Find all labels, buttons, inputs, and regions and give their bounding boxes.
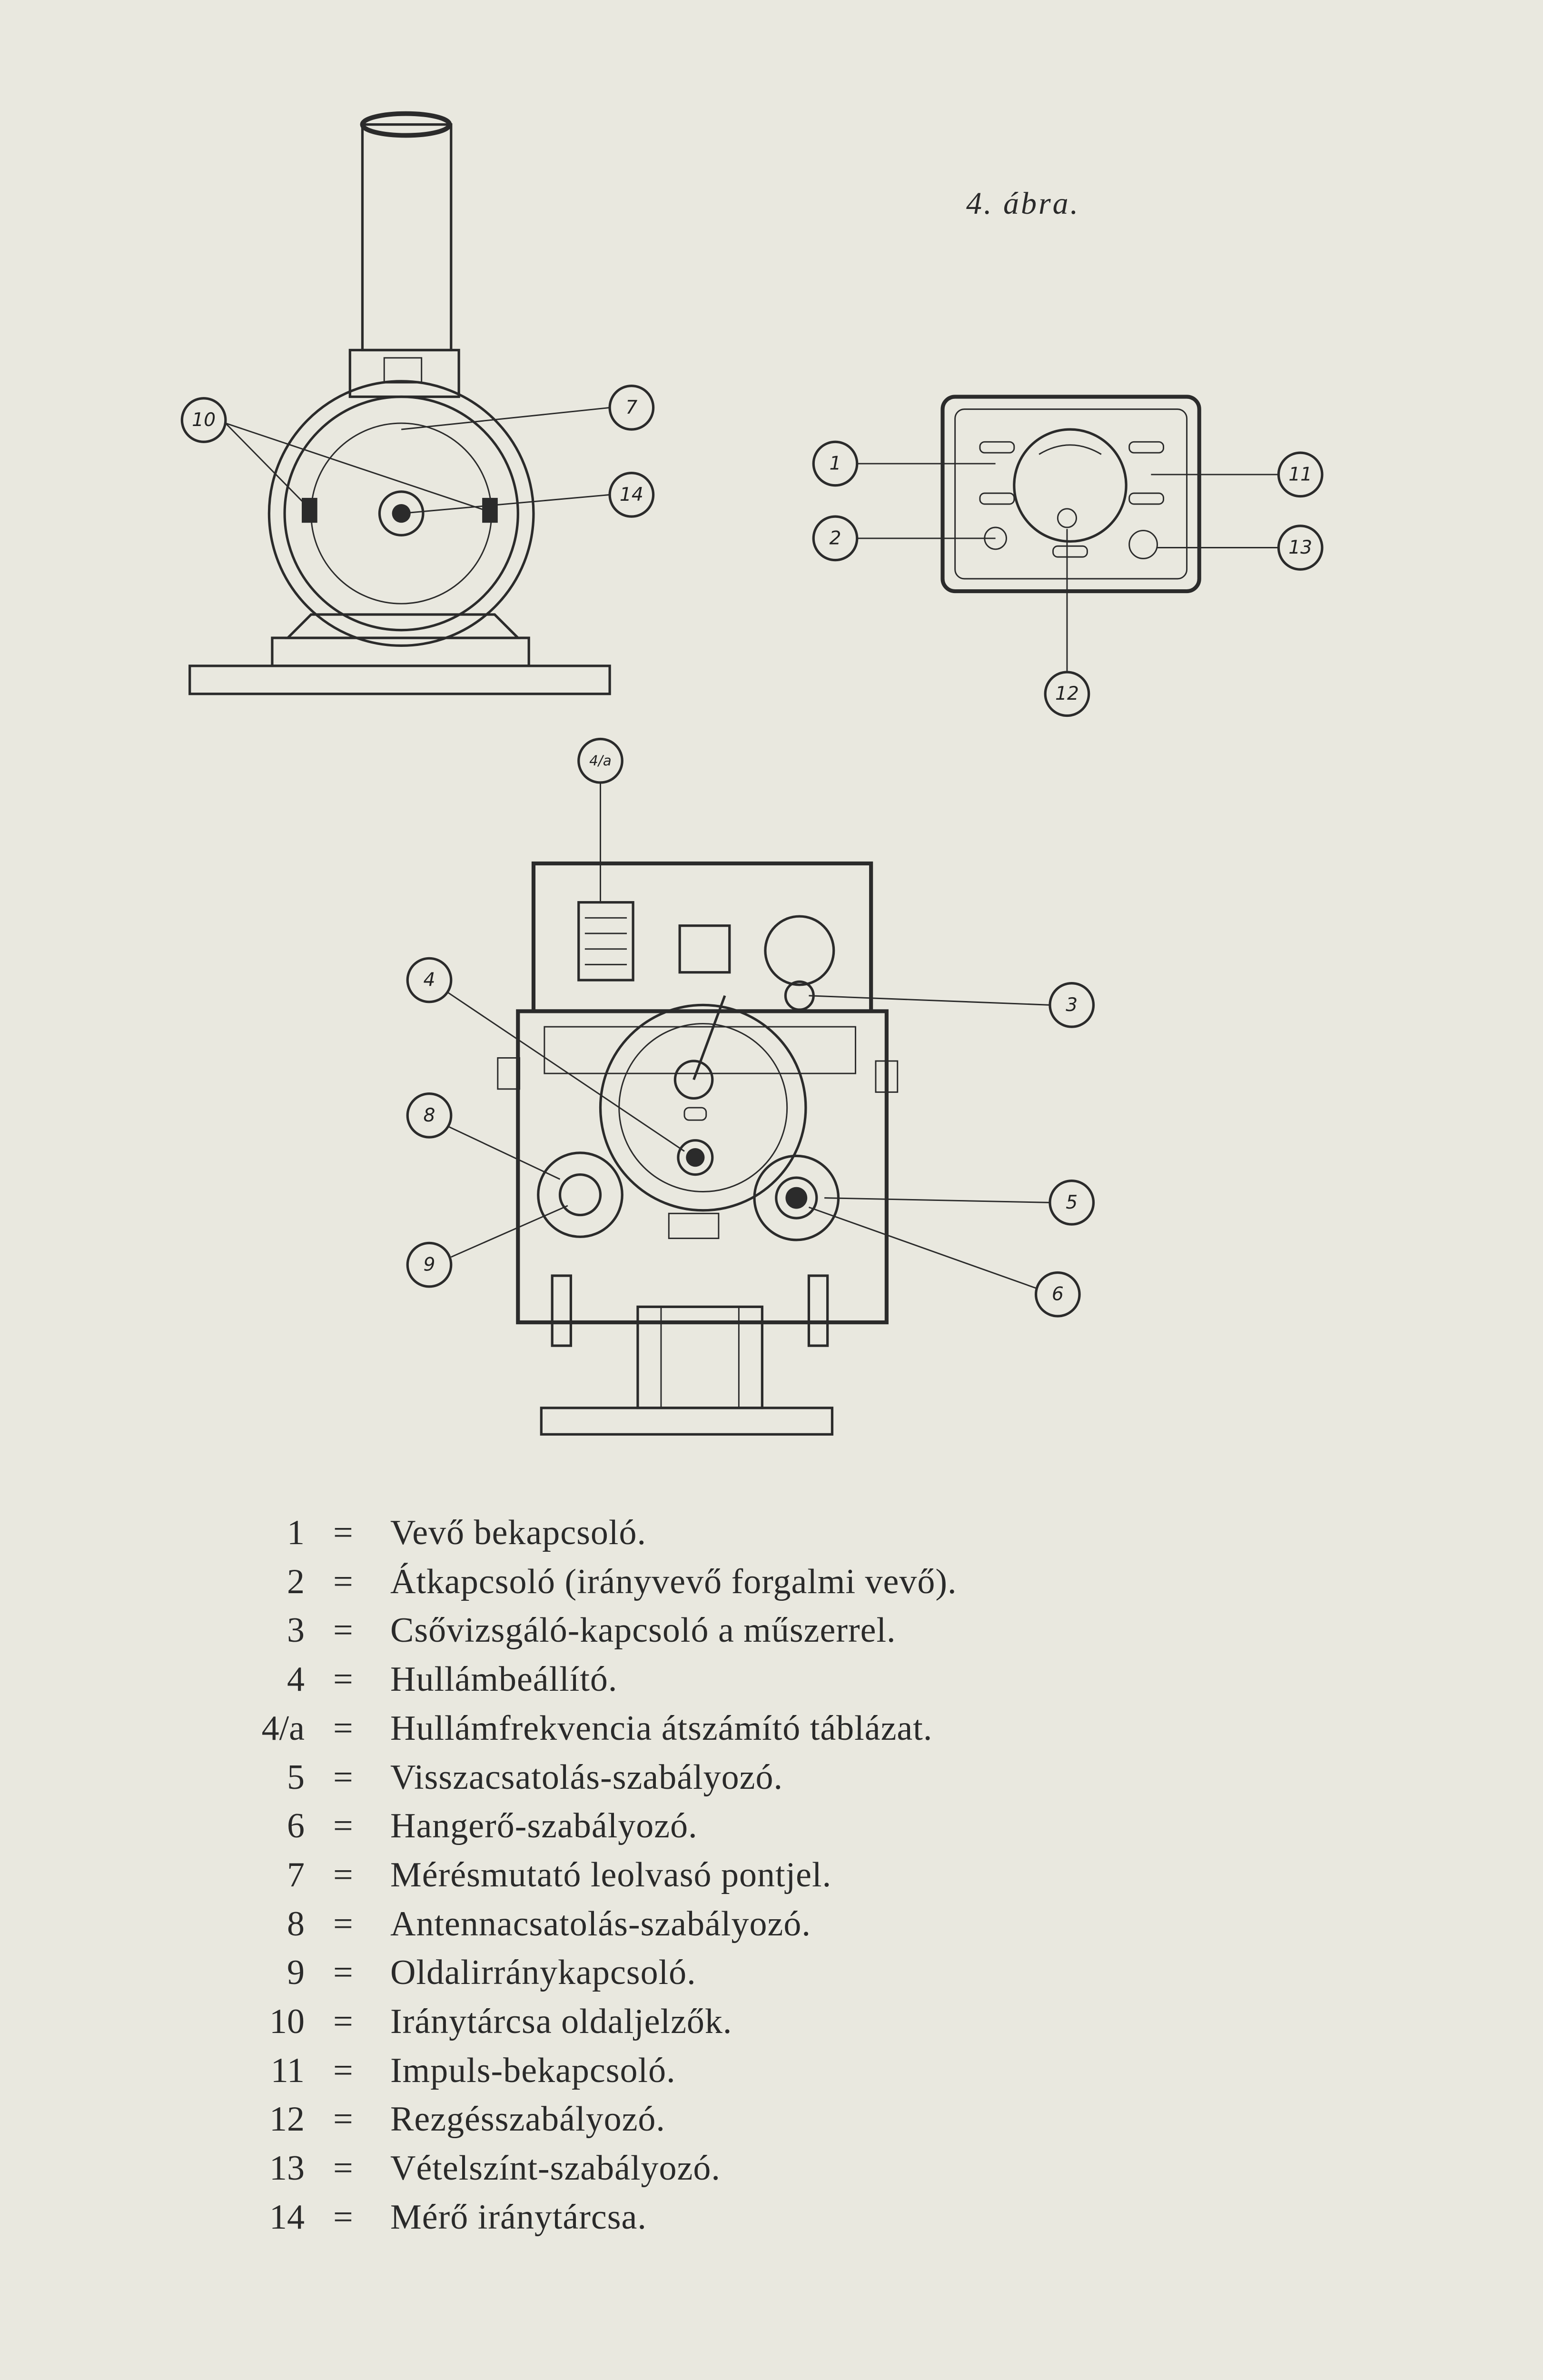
legend-number: 11 [270, 2051, 305, 2090]
legend-number: 3 [287, 1611, 305, 1650]
svg-text:1: 1 [830, 453, 841, 475]
callout-6: 6 [1034, 1271, 1081, 1318]
legend-text: Antennacsatolás-szabályozó. [390, 1904, 811, 1944]
legend-equals: = [333, 2002, 353, 2041]
legend-number: 6 [287, 1806, 305, 1846]
svg-text:4: 4 [424, 970, 435, 991]
callout-7: 7 [608, 385, 655, 431]
control-panel-drawing: 1 2 11 13 12 [812, 395, 1324, 717]
legend-equals: = [333, 2149, 353, 2188]
legend-equals: = [333, 1562, 353, 1601]
svg-text:11: 11 [1288, 464, 1312, 485]
legend-number: 12 [269, 2100, 305, 2139]
legend-number: 8 [287, 1904, 305, 1944]
legend-number: 4 [287, 1660, 305, 1699]
callout-4: 4 [406, 957, 453, 1003]
legend-equals: = [333, 1611, 353, 1650]
legend-equals: = [333, 1953, 353, 1993]
legend-text: Visszacsatolás-szabályozó. [390, 1757, 783, 1797]
legend-number: 1 [287, 1513, 305, 1552]
legend-text: Vételszínt-szabályozó. [390, 2149, 721, 2188]
legend-number: 4/a [261, 1708, 305, 1748]
svg-text:12: 12 [1055, 683, 1079, 704]
callout-11: 11 [1277, 451, 1324, 498]
technical-drawing: 10 7 14 1 2 11 13 12 [180, 111, 1324, 1436]
legend-text: Csővizsgáló-kapcsoló a műszerrel. [390, 1611, 896, 1650]
legend-number: 10 [269, 2002, 305, 2041]
callout-5: 5 [1048, 1180, 1095, 1226]
legend-number: 13 [269, 2149, 305, 2188]
legend-text: Hangerő-szabályozó. [390, 1806, 698, 1846]
svg-text:10: 10 [192, 409, 216, 431]
svg-text:6: 6 [1052, 1284, 1064, 1305]
legend-equals: = [333, 2100, 353, 2139]
legend-equals: = [333, 1904, 353, 1944]
svg-text:5: 5 [1066, 1192, 1078, 1213]
legend-text: Impuls-bekapcsoló. [390, 2051, 676, 2090]
callout-14: 14 [608, 472, 655, 518]
callout-2: 2 [812, 515, 859, 562]
legend-number: 5 [287, 1757, 305, 1797]
legend-equals: = [333, 1513, 353, 1552]
legend-text: Hullámfrekvencia átszámító táblázat. [390, 1708, 933, 1748]
svg-text:13: 13 [1288, 537, 1312, 558]
callout-9: 9 [406, 1241, 453, 1288]
svg-text:14: 14 [620, 484, 643, 506]
callout-12: 12 [1044, 671, 1090, 717]
legend-equals: = [333, 2197, 353, 2237]
svg-text:7: 7 [625, 397, 637, 418]
legend-text: Hullámbeállító. [390, 1660, 618, 1699]
legend-text: Mérésmutató leolvasó pontjel. [390, 1855, 832, 1894]
legend-text: Átkapcsoló (irányvevő forgalmi vevő). [390, 1562, 957, 1601]
compass-unit-drawing: 10 7 14 [180, 111, 655, 695]
legend-equals: = [333, 1708, 353, 1748]
legend-number: 9 [287, 1953, 305, 1993]
callout-8: 8 [406, 1092, 453, 1139]
callout-10: 10 [180, 397, 227, 443]
callout-1: 1 [812, 440, 859, 487]
legend-equals: = [333, 2051, 353, 2090]
legend-equals: = [333, 1757, 353, 1797]
figure-title: 4. ábra. [966, 186, 1080, 221]
legend-text: Mérő iránytárcsa. [390, 2197, 647, 2237]
legend-number: 14 [269, 2197, 305, 2237]
legend-text: Vevő bekapcsoló. [390, 1513, 646, 1552]
svg-text:8: 8 [424, 1105, 435, 1126]
legend-text: Iránytárcsa oldaljelzők. [390, 2002, 732, 2041]
callout-3: 3 [1048, 982, 1095, 1028]
legend-equals: = [333, 1855, 353, 1894]
legend-equals: = [333, 1806, 353, 1846]
receiver-drawing: 4/a 4 3 8 5 9 6 [406, 737, 1095, 1436]
legend-text: Oldalirránykapcsoló. [390, 1953, 696, 1993]
svg-text:9: 9 [424, 1254, 435, 1276]
svg-text:2: 2 [830, 527, 841, 549]
legend-equals: = [333, 1660, 353, 1699]
legend-list: 1 = Vevő bekapcsoló. 2 = Átkapcsoló (irányvev… [0, 1509, 1543, 2242]
svg-text:4/a: 4/a [589, 753, 612, 769]
callout-4a: 4/a [577, 737, 623, 784]
svg-text:3: 3 [1066, 994, 1078, 1016]
legend-number: 2 [287, 1562, 305, 1601]
callout-13: 13 [1277, 525, 1324, 571]
legend-number: 7 [287, 1855, 305, 1894]
legend-text: Rezgésszabályozó. [390, 2100, 665, 2139]
